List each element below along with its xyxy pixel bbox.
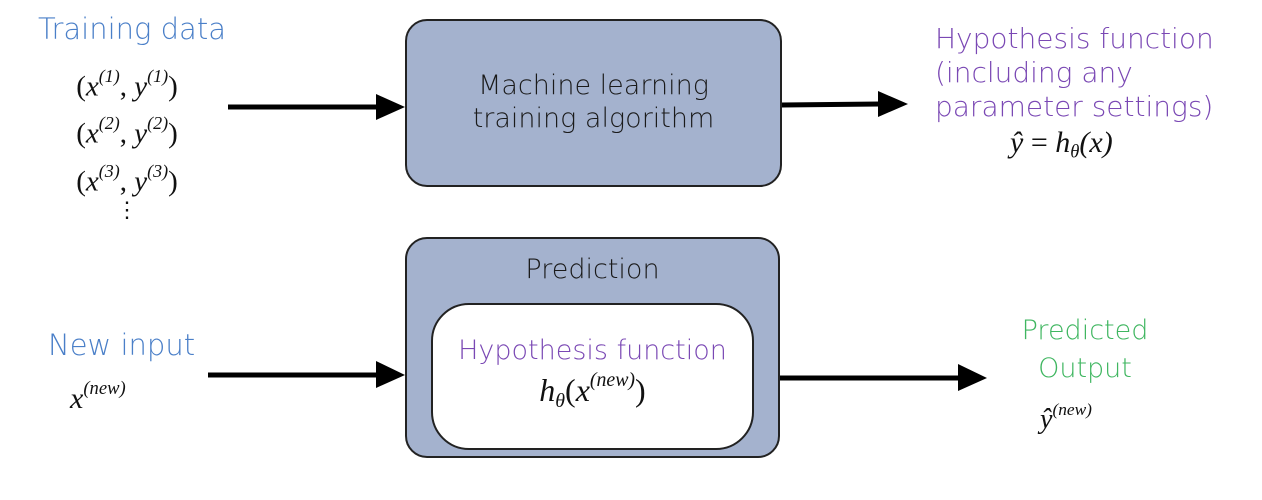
new-input-title: New input (48, 328, 196, 362)
training-pair: (x(2), y(2)) (76, 113, 178, 150)
arrow-newinput-to-prediction (208, 361, 405, 388)
training-pair: (x(3), y(3)) (76, 160, 178, 198)
hypothesis-function-title: Hypothesis function (including any param… (935, 22, 1214, 123)
training-data-list: (x(1), y(1)) (x(2), y(2)) (x(3), y(3)) ⋮ (52, 58, 202, 223)
inner-hypothesis-title: Hypothesis function (458, 335, 727, 366)
hypothesis-formula: ŷ = hθ(x) (1010, 126, 1113, 163)
inner-hypothesis-formula: hθ(x(new)) (539, 369, 646, 412)
predicted-output-title: Predicted Output (1021, 315, 1149, 384)
arrow-prediction-to-output (780, 364, 987, 391)
prediction-box: Prediction Hypothesis function hθ(x(new)… (405, 237, 780, 458)
new-input-variable: x(new) (70, 378, 126, 415)
arrow-training-to-ml (228, 94, 405, 120)
ellipsis-icon: ⋮ (116, 197, 138, 223)
arrow-ml-to-hypothesis (781, 91, 908, 117)
ml-box-label: Machine learning training algorithm (472, 70, 715, 134)
ml-training-algorithm-box: Machine learning training algorithm (405, 19, 782, 187)
hypothesis-function-box: Hypothesis function hθ(x(new)) (431, 303, 754, 450)
training-pair: (x(1), y(1)) (76, 66, 178, 103)
prediction-title: Prediction (525, 254, 660, 285)
training-data-title: Training data (38, 12, 226, 46)
predicted-output-variable: ŷ(new) (1040, 400, 1092, 436)
